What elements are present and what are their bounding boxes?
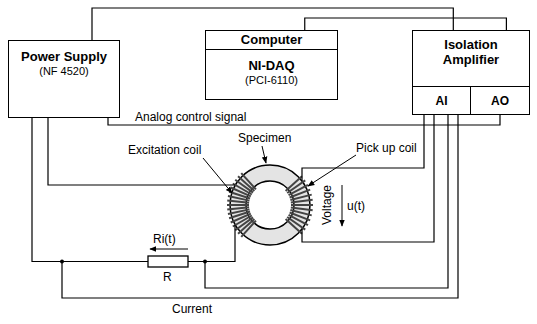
node-subtitle: NI-DAQ [248,58,294,73]
leader-line [308,155,356,186]
winding-stroke [241,173,256,189]
resistor-label: R [163,270,172,284]
wire [32,110,148,262]
current-signal-label: Ri(t) [153,232,176,246]
junction-dot [60,260,64,264]
winding-stroke [290,195,311,200]
winding-stroke [227,207,249,209]
part-label: Pick up coil [356,141,417,155]
voltage-arrow [150,249,188,250]
node-title: AO [491,94,509,108]
output-port-cell: AO [471,86,529,114]
winding-stroke [291,204,313,206]
computer-box: ComputerNI-DAQ(PCI-6110) [205,30,338,100]
wire [205,115,448,288]
signal-label: Current [172,302,212,316]
edge-label: Analog control signal [133,110,248,124]
winding-stroke [291,200,313,203]
node-subtitle: (PCI-6110) [245,73,298,87]
wire [62,115,458,298]
signal-label: Voltage [320,185,334,225]
leader-line [203,158,232,193]
node-subtitle: (NF 4520) [39,64,89,78]
node-title: Isolation Amplifier [417,37,525,67]
input-port-cell: AI [413,86,471,114]
part-label: Excitation coil [128,143,201,157]
node-title: Power Supply [21,49,107,64]
coil-windings [227,173,313,237]
wire [302,115,434,242]
wire [188,225,235,262]
part-label: Specimen [238,131,291,145]
winding-stroke [227,204,249,206]
node-title: Computer [206,31,337,50]
amplifier-box: Isolation AmplifierAI AO [412,30,530,115]
power-supply-box: Power Supply(NF 4520) [8,40,120,118]
junction-dot [203,260,207,264]
signal-line [305,18,507,30]
node-title: AI [436,94,448,108]
voltage-arrow [342,185,343,226]
winding-stroke [291,208,313,211]
wires [32,110,458,298]
resistor-symbol [148,256,188,267]
leader-line [262,146,266,163]
signal-label: u(t) [347,199,365,213]
winding-stroke [286,219,302,234]
